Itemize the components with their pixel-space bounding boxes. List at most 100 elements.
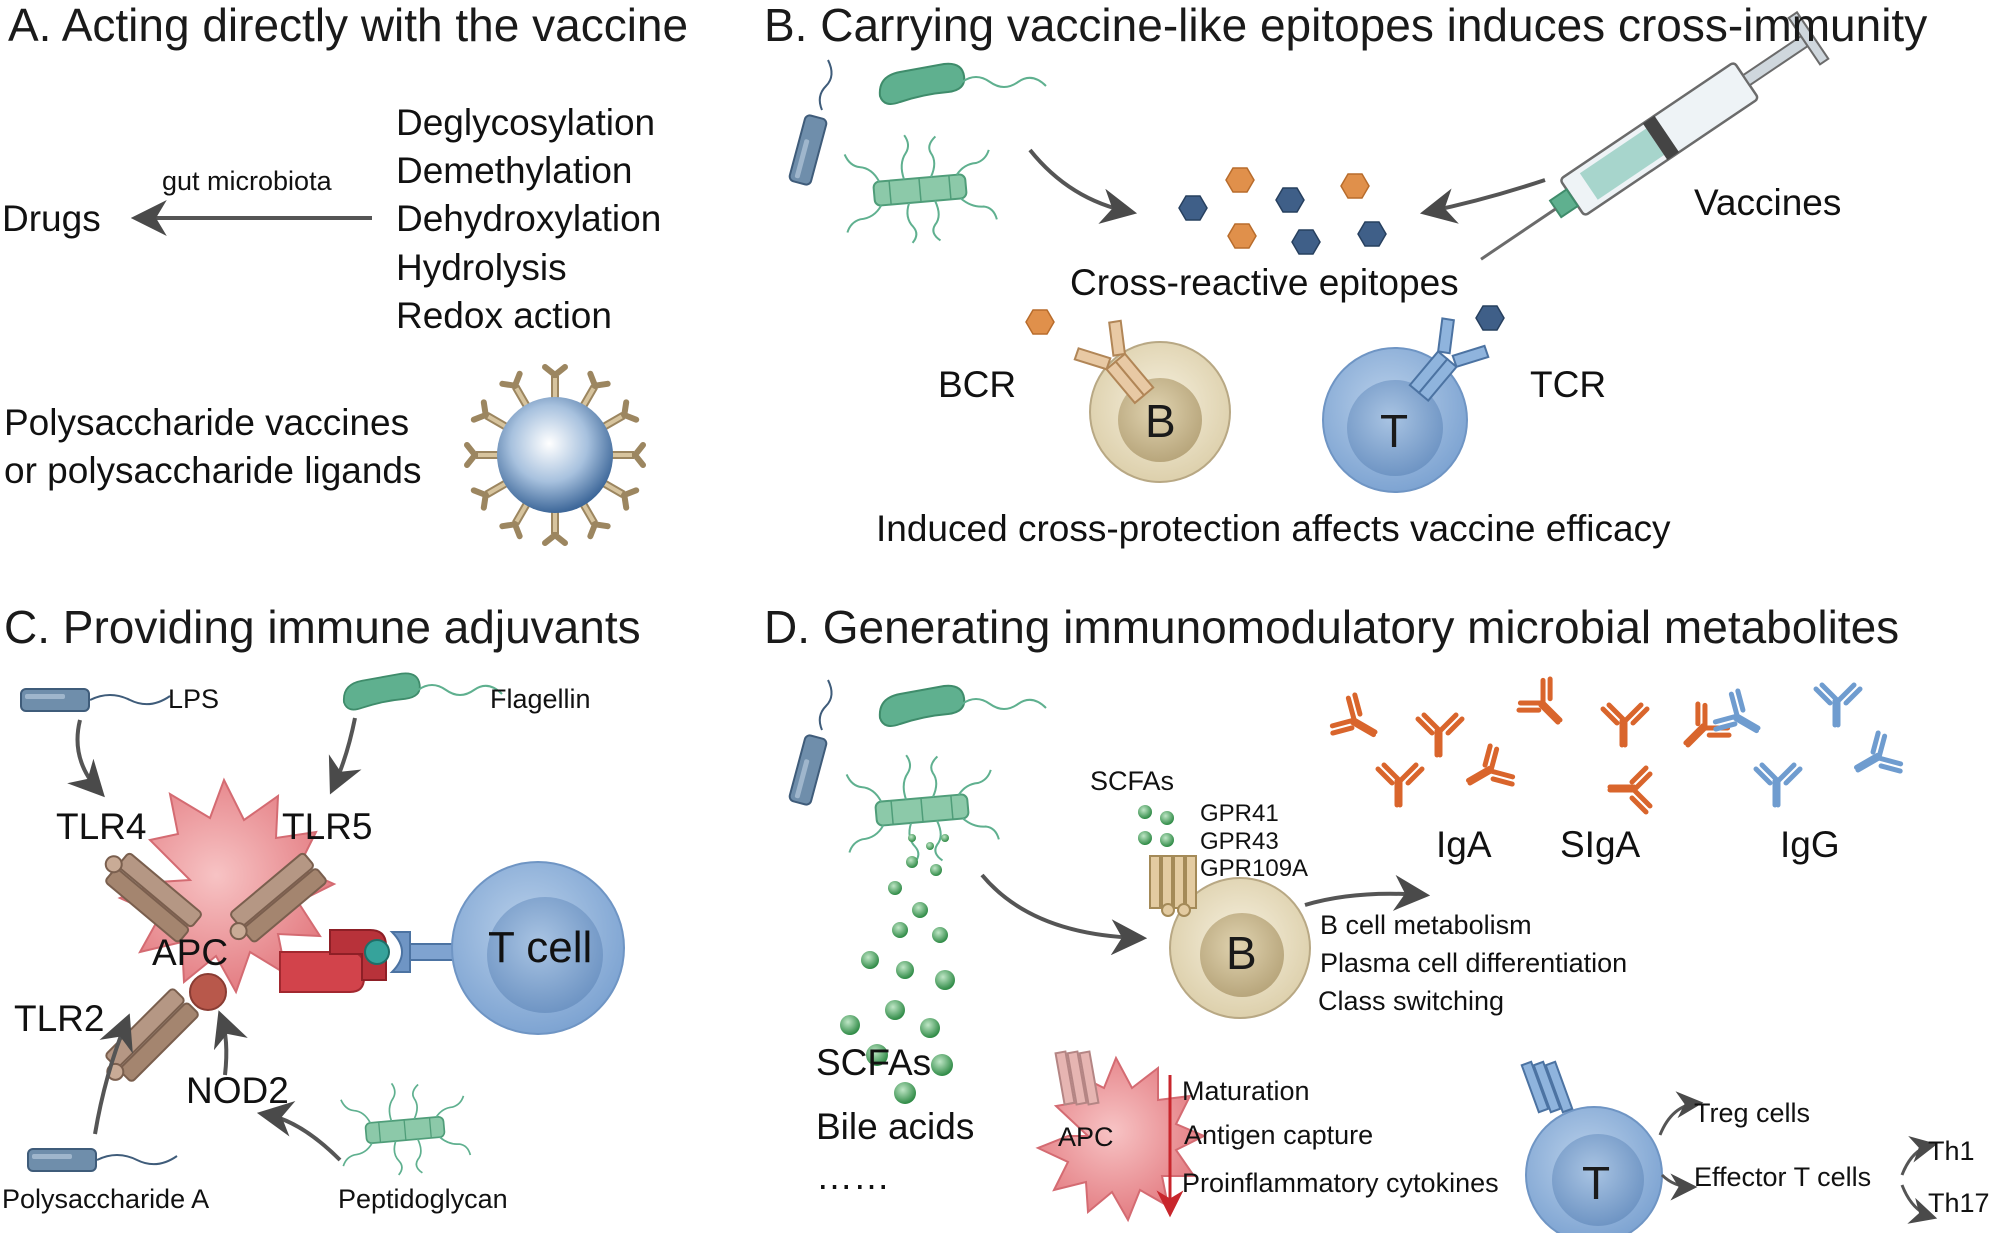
cross-reactive-epitopes-icon: [1178, 167, 1387, 255]
t-cell-letter: T: [1380, 405, 1409, 457]
flagellin-arrow: [328, 717, 362, 795]
panel-d-title: D. Generating immunomodulatory microbial…: [764, 601, 1900, 653]
metabolite-scfas: SCFAs: [816, 1042, 932, 1083]
flagellin-label: Flagellin: [490, 684, 591, 714]
blue-rod-bacterium-icon: [787, 113, 829, 187]
flagellum: [818, 679, 833, 731]
apc-label: APC: [152, 932, 229, 973]
iga-label: IgA: [1436, 824, 1492, 865]
t-cell-receptor-icon: [1520, 1060, 1574, 1114]
green-vibrio-icon: [878, 684, 966, 727]
t-cell-label: T cell: [488, 923, 593, 972]
gut-microbiota-label: gut microbiota: [162, 166, 332, 196]
scfa-dots-icon: [1138, 805, 1174, 847]
green-vibrio-icon: [878, 62, 966, 105]
tcr-receptor-icon: [1408, 317, 1490, 402]
apc-effect-maturation: Maturation: [1182, 1076, 1310, 1106]
b-cell-letter: B: [1145, 395, 1176, 447]
lps-arrow: [67, 719, 105, 798]
nod2-arrow: [213, 1010, 248, 1076]
peptidoglycan-arrow: [256, 1100, 342, 1162]
bacteria-arrow: [1028, 148, 1138, 224]
gpr-receptor-icon: [1149, 855, 1197, 917]
polysaccharide-a-arrow: [93, 1013, 133, 1135]
panel-a-art: [130, 200, 646, 546]
reaction-demethylation: Demethylation: [396, 150, 633, 191]
effector-arrow: [1660, 1173, 1698, 1201]
siga-antibodies-icon: [1516, 676, 1732, 812]
metabolite-more: ……: [816, 1156, 890, 1197]
t-cell-letter: T: [1582, 1157, 1611, 1209]
th17-arrow: [1900, 1184, 1938, 1224]
vaccine-arrow: [1419, 178, 1546, 224]
scfa-to-b-arrow: [980, 873, 1148, 956]
t-cell-icon: [1525, 1106, 1663, 1233]
green-rod-bacterium-icon: [838, 126, 1000, 250]
lps-label: LPS: [168, 684, 220, 714]
b-effect-metabolism: B cell metabolism: [1320, 910, 1532, 940]
apc-effect-cytokines: Proinflammatory cytokines: [1182, 1168, 1499, 1198]
b-effect-class-switching: Class switching: [1318, 986, 1505, 1016]
bcr-bound-epitope: [1025, 309, 1055, 335]
vibrio-flagellum: [961, 76, 1047, 88]
gpr41-label: GPR41: [1200, 800, 1279, 827]
th1-arrow: [1900, 1136, 1938, 1176]
th17-label: Th17: [1928, 1188, 1990, 1218]
bcr-receptor-icon: [1073, 319, 1155, 405]
polysaccharide-a-label: Polysaccharide A: [2, 1184, 210, 1214]
scfas-small-label: SCFAs: [1090, 766, 1175, 796]
vibrio-flagellum: [961, 698, 1047, 710]
apc-effect-antigen-capture: Antigen capture: [1184, 1120, 1374, 1150]
drugs-label: Drugs: [2, 198, 101, 239]
reaction-hydrolysis: Hydrolysis: [396, 247, 567, 288]
reaction-dehydroxylation: Dehydroxylation: [396, 198, 662, 239]
flagellin-tail: [417, 684, 503, 696]
polysaccharide-vaccine-icon: [464, 364, 646, 546]
gpr43-label: GPR43: [1200, 828, 1279, 855]
cross-reactive-epitopes-label: Cross-reactive epitopes: [1070, 262, 1459, 303]
treg-arrow: [1658, 1091, 1704, 1136]
panel-c-title: C. Providing immune adjuvants: [4, 601, 641, 653]
b-cell-letter: B: [1226, 927, 1257, 979]
effector-label: Effector T cells: [1694, 1162, 1872, 1192]
lps-bacterium-icon: [20, 688, 90, 712]
panel-b-art: [787, 10, 1830, 493]
panel-a-title: A. Acting directly with the vaccine: [8, 0, 689, 51]
blue-rod-bacterium-icon: [787, 733, 829, 807]
tlr5-label: TLR5: [282, 806, 373, 847]
metabolite-bile-acids: Bile acids: [816, 1106, 975, 1147]
peptidoglycan-bacterium-icon: [335, 1076, 473, 1181]
bcr-label: BCR: [938, 364, 1017, 405]
nod2-label: NOD2: [186, 1070, 289, 1111]
tcr-label: TCR: [1530, 364, 1607, 405]
tlr2-label: TLR2: [14, 998, 105, 1039]
igg-antibodies-icon: [1712, 685, 1903, 805]
polysaccharide-line-1: Polysaccharide vaccines: [4, 402, 410, 443]
apc-label: APC: [1058, 1122, 1114, 1152]
cross-protection-caption: Induced cross-protection affects vaccine…: [876, 508, 1671, 549]
panel-c-art: [20, 672, 625, 1181]
panel-b-title: B. Carrying vaccine-like epitopes induce…: [764, 0, 1928, 51]
syringe-icon: [1480, 10, 1830, 261]
vaccines-label: Vaccines: [1694, 182, 1842, 223]
polysaccharide-line-2: or polysaccharide ligands: [4, 450, 422, 491]
b-effect-plasma: Plasma cell differentiation: [1320, 948, 1628, 978]
flagellin-bacterium-icon: [342, 672, 421, 711]
pa-tail: [96, 1154, 178, 1166]
igg-label: IgG: [1780, 824, 1840, 865]
apc-receptor-icon: [1054, 1050, 1100, 1106]
th1-label: Th1: [1928, 1136, 1975, 1166]
siga-label: SIgA: [1560, 824, 1641, 865]
iga-antibodies-icon: [1329, 693, 1515, 805]
tlr4-label: TLR4: [56, 806, 147, 847]
tcr-bound-epitope: [1475, 305, 1505, 331]
polysaccharide-a-bacterium-icon: [27, 1148, 97, 1172]
gpr109a-label: GPR109A: [1200, 855, 1309, 882]
t-cell-icon: [451, 861, 625, 1035]
green-rod-bacterium-icon: [840, 746, 1002, 870]
b-to-antibody-arrow: [1304, 874, 1431, 911]
b-cell-icon: [1169, 877, 1311, 1019]
treg-label: Treg cells: [1694, 1098, 1811, 1128]
